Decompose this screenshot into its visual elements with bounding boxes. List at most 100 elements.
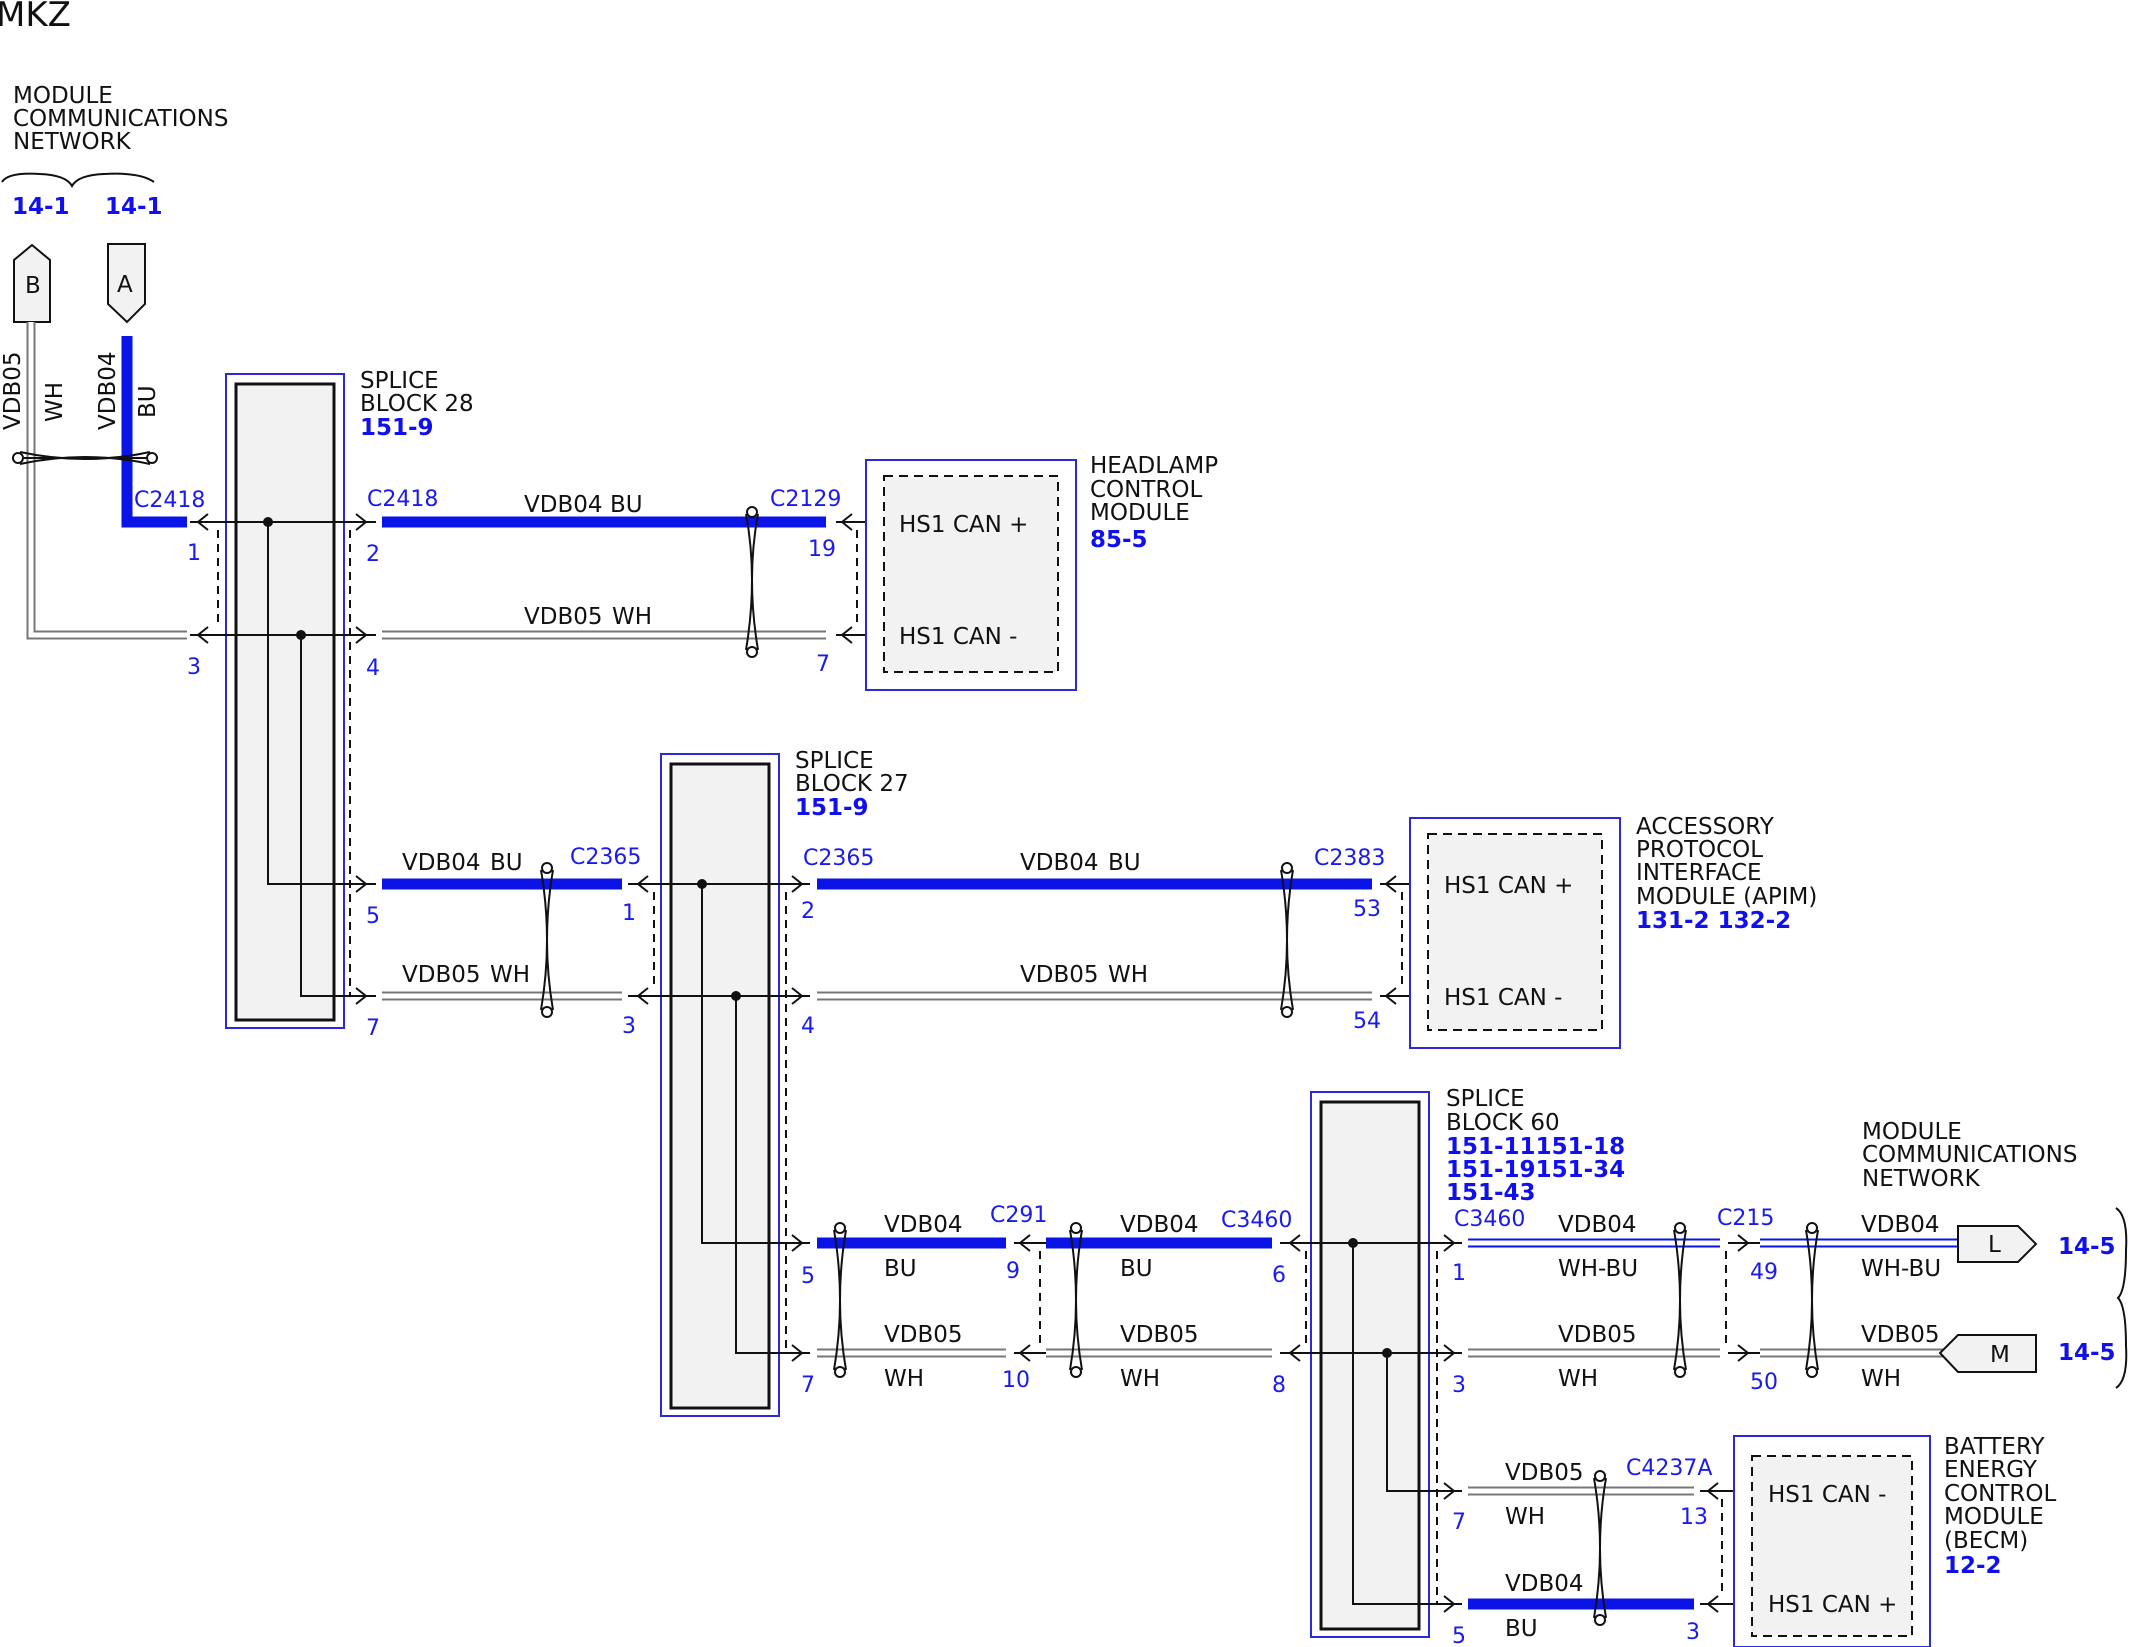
splice-block-27-label: SPLICE BLOCK 27 151-9: [795, 748, 909, 821]
svg-text:HEADLAMP: HEADLAMP: [1090, 453, 1218, 479]
ref-label: 14-5: [2058, 1340, 2116, 1366]
pin-label: 4: [366, 656, 380, 681]
connector-label: C2129: [770, 487, 841, 512]
svg-text:151-9: 151-9: [360, 415, 434, 441]
pin-name: HS1 CAN -: [899, 624, 1017, 650]
svg-text:PROTOCOL: PROTOCOL: [1636, 837, 1763, 863]
wire-label: VDB04: [884, 1212, 963, 1238]
headlamp-label: HEADLAMP CONTROL MODULE 85-5: [1090, 453, 1218, 553]
network-top-label: MODULE COMMUNICATIONS NETWORK 14-1 14-1: [1, 83, 228, 220]
pin-label: 3: [1686, 1620, 1700, 1645]
wire-label: VDB04: [1020, 850, 1099, 876]
apim-label: ACCESSORY PROTOCOL INTERFACE MODULE (API…: [1636, 814, 1817, 934]
flag-a[interactable]: A: [107, 243, 146, 324]
svg-text:85-5: 85-5: [1090, 527, 1148, 553]
svg-text:(BECM): (BECM): [1944, 1528, 2028, 1554]
wire-label: VDB05: [1861, 1322, 1940, 1348]
wire-label: VDB05: [1505, 1460, 1584, 1486]
connector-label: C3460: [1221, 1208, 1292, 1233]
pin-label: 50: [1750, 1370, 1778, 1395]
svg-text:151-9: 151-9: [795, 795, 869, 821]
wire-label: WH: [1120, 1366, 1160, 1392]
label-wh-vertical: WH: [42, 382, 68, 422]
pin-label: 3: [187, 655, 201, 680]
twist-symbol: [1805, 1222, 1819, 1378]
pin-label: 8: [1272, 1373, 1286, 1398]
pin-name: HS1 CAN +: [899, 512, 1028, 538]
svg-text:BLOCK 60: BLOCK 60: [1446, 1110, 1560, 1136]
svg-text:B: B: [25, 273, 41, 299]
svg-text:SPLICE: SPLICE: [795, 748, 874, 774]
twist-symbol: [833, 1222, 847, 1378]
svg-text:MODULE: MODULE: [1944, 1504, 2044, 1530]
svg-text:A: A: [117, 272, 133, 298]
flag-b[interactable]: B: [13, 243, 51, 323]
svg-text:M: M: [1990, 1342, 2010, 1368]
wire-label: VDB04: [402, 850, 481, 876]
wire-label: WH: [1108, 962, 1148, 988]
connector-label: C2418: [367, 487, 438, 512]
headlamp-control-module[interactable]: HS1 CAN + HS1 CAN -: [865, 459, 1077, 691]
flag-l[interactable]: L: [1957, 1225, 2038, 1263]
connector-label: C2365: [803, 846, 874, 871]
splice-60-internal: [1280, 1234, 1462, 1613]
pin-label: 2: [366, 542, 380, 567]
pin-label: 54: [1353, 1009, 1381, 1034]
wire-label: VDB05: [884, 1322, 963, 1348]
svg-text:NETWORK: NETWORK: [13, 129, 132, 155]
pin-label: 1: [1452, 1261, 1466, 1286]
pin-name: HS1 CAN +: [1444, 873, 1573, 899]
twist-symbol: [745, 506, 759, 658]
splice-block-28[interactable]: [225, 373, 345, 1029]
splice-block-27[interactable]: [660, 753, 780, 1417]
twist-symbol: [1280, 862, 1294, 1018]
pin-label: 19: [808, 537, 836, 562]
svg-text:MODULE: MODULE: [13, 83, 113, 109]
svg-text:COMMUNICATIONS: COMMUNICATIONS: [13, 106, 228, 132]
wire-label: BU: [1108, 850, 1141, 876]
c291-connector: [1014, 1234, 1046, 1362]
wire-label: WH-BU: [1861, 1256, 1941, 1282]
pin-label: 7: [816, 652, 830, 677]
pin-name: HS1 CAN +: [1768, 1592, 1897, 1618]
connector-label: C2418: [134, 488, 205, 513]
svg-text:L: L: [1988, 1232, 2001, 1258]
wire-vdb05-from-b: [26, 322, 187, 640]
network-right-brace: [2115, 1207, 2128, 1389]
connector-label: C2383: [1314, 846, 1385, 871]
pin-label: 5: [801, 1264, 815, 1289]
wire-label: BU: [610, 492, 643, 518]
wire-label: WH-BU: [1558, 1256, 1638, 1282]
pin-label: 5: [366, 904, 380, 929]
wire-label: VDB05: [1020, 962, 1099, 988]
becm-connector: [1700, 1482, 1734, 1613]
svg-text:BLOCK 27: BLOCK 27: [795, 771, 909, 797]
wire-label: WH: [1558, 1366, 1598, 1392]
svg-text:151-19151-34: 151-19151-34: [1446, 1157, 1625, 1183]
splice-block-60[interactable]: [1310, 1091, 1430, 1638]
connector-label: C2365: [570, 845, 641, 870]
svg-text:BLOCK 28: BLOCK 28: [360, 391, 474, 417]
svg-text:ENERGY: ENERGY: [1944, 1457, 2038, 1483]
svg-text:BATTERY: BATTERY: [1944, 1434, 2045, 1460]
pin-label: 1: [622, 901, 636, 926]
wire-label: VDB05: [1120, 1322, 1199, 1348]
wire-label: VDB04: [1861, 1212, 1940, 1238]
pin-name: HS1 CAN -: [1444, 985, 1562, 1011]
label-vdb04-vertical: VDB04: [95, 352, 121, 431]
svg-text:131-2 132-2: 131-2 132-2: [1636, 908, 1791, 934]
svg-text:12-2: 12-2: [1944, 1553, 2002, 1579]
flag-m[interactable]: M: [1938, 1334, 2037, 1373]
becm-module[interactable]: HS1 CAN - HS1 CAN +: [1733, 1435, 1931, 1647]
svg-text:MODULE: MODULE: [1090, 500, 1190, 526]
svg-text:MODULE (APIM): MODULE (APIM): [1636, 884, 1817, 910]
pin-label: 13: [1680, 1505, 1708, 1530]
svg-text:CONTROL: CONTROL: [1090, 477, 1203, 503]
svg-text:14-1: 14-1: [105, 194, 163, 220]
svg-text:SPLICE: SPLICE: [1446, 1086, 1525, 1112]
splice-block-60-label: SPLICE BLOCK 60 151-11151-18 151-19151-3…: [1446, 1086, 1625, 1206]
wire-label: WH: [1505, 1504, 1545, 1530]
apim-module[interactable]: HS1 CAN + HS1 CAN -: [1409, 817, 1621, 1049]
connector-label: C3460: [1454, 1207, 1525, 1232]
